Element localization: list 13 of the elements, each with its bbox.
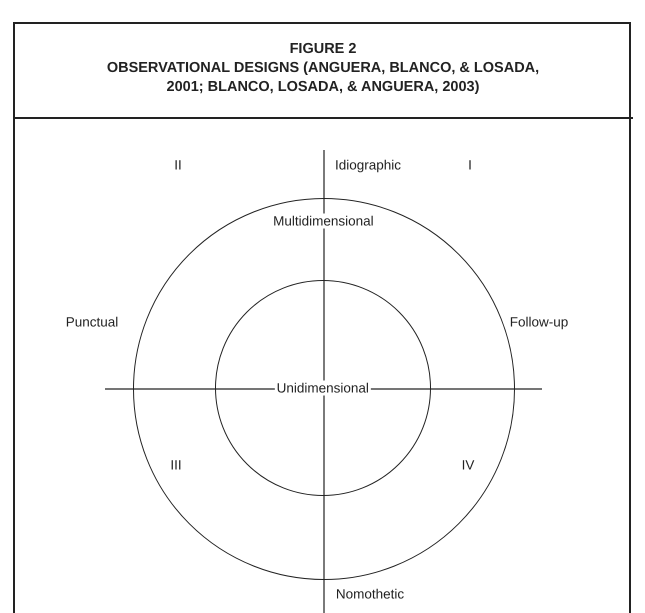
figure-number: FIGURE 2 [288, 40, 358, 59]
quadrant-numeral: IV [462, 458, 474, 472]
quadrant-numeral: II [174, 158, 182, 172]
circle-label: Multidimensional [271, 214, 376, 229]
axis-label: Follow-up [510, 314, 568, 330]
axis-label: Nomothetic [336, 586, 404, 602]
quadrant-numeral: III [170, 458, 182, 472]
figure-title: OBSERVATIONAL DESIGNS (ANGUERA, BLANCO, & LOSADA, 2001; BLANCO, LOSADA, & ANGUERA, 2003) [106, 59, 540, 97]
circle-label: Unidimensional [274, 380, 371, 396]
quadrant-numeral: I [468, 158, 472, 172]
axis-label: Idiographic [334, 158, 402, 172]
axis-label: Punctual [66, 314, 118, 330]
inner-circle [215, 280, 432, 496]
